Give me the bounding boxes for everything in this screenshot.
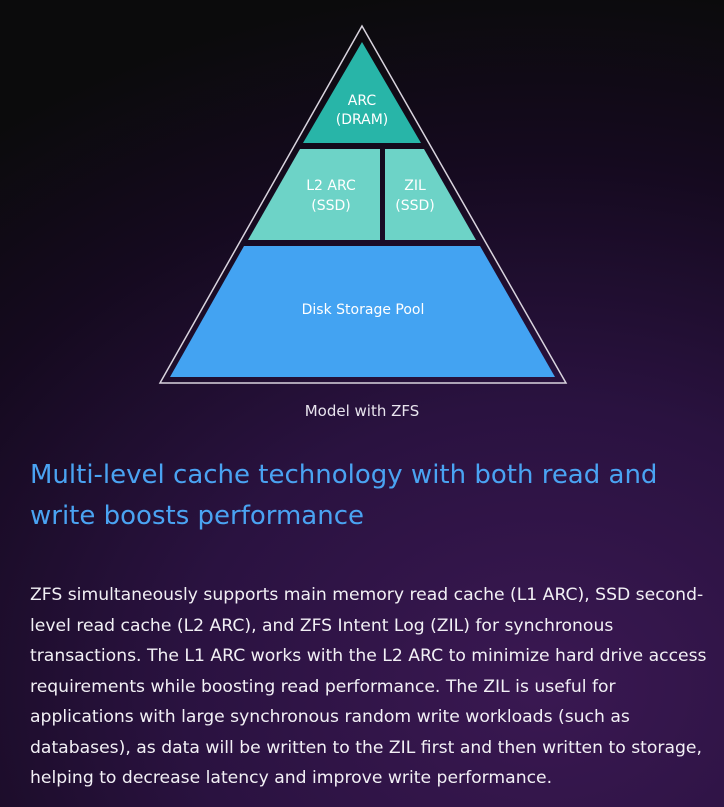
section-body-text: ZFS simultaneously supports main memory …: [30, 585, 707, 788]
section-headline: Multi-level cache technology with both r…: [30, 460, 658, 531]
pool-label: Disk Storage Pool: [302, 302, 425, 318]
zil-label-line2: (SSD): [395, 198, 434, 214]
l2arc-label-line1: L2 ARC: [306, 178, 356, 194]
pool-tier: [170, 246, 555, 377]
arc-label-line2: (DRAM): [336, 112, 389, 128]
zil-label-line1: ZIL: [404, 178, 426, 194]
arc-tier: [303, 42, 421, 143]
pyramid-outline: [158, 24, 568, 384]
diagram-caption: Model with ZFS: [304, 402, 420, 420]
l2arc-label-line2: (SSD): [311, 198, 350, 214]
l2arc-tier: [248, 149, 380, 240]
zfs-cache-pyramid: ARC (DRAM) L2 ARC (SSD) ZIL (SSD) Disk S…: [158, 24, 568, 384]
zil-tier: [385, 149, 476, 240]
arc-label-line1: ARC: [348, 93, 377, 109]
